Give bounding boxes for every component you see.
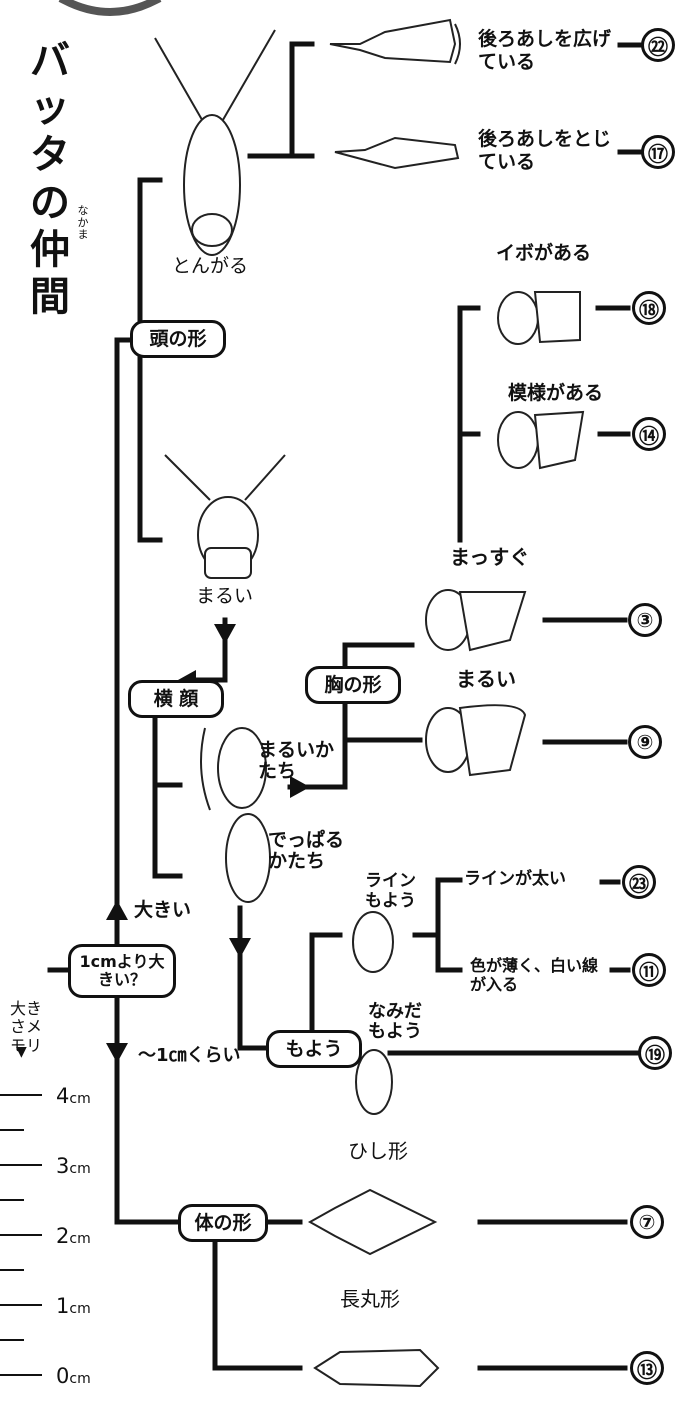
- round-face-illustration: [200, 727, 267, 811]
- scale-mark-4: 4cm: [56, 1084, 91, 1108]
- result-7: ⑦: [630, 1205, 664, 1239]
- scale-title: 大きさメモリ: [9, 999, 42, 1055]
- scale-mark-0: 0cm: [56, 1364, 91, 1388]
- pattern-side-illustration: [497, 410, 585, 470]
- label-round-head: まるい: [196, 585, 254, 607]
- label-legs-spread: 後ろあしを広げている: [478, 28, 612, 73]
- side-face-box: 横 顔: [128, 680, 224, 718]
- size-question-box: 1cmより大きい？: [68, 944, 176, 998]
- result-9: ⑨: [628, 725, 662, 759]
- rhombus-body-illustration: [307, 1188, 438, 1256]
- label-patterned: 模様がある: [508, 382, 604, 404]
- label-bulging-shape: でっぱるかたち: [268, 829, 345, 872]
- pointed-grasshopper-illustration: [154, 29, 276, 256]
- result-23: ㉓: [622, 865, 656, 899]
- scale-mark-3: 3cm: [56, 1154, 91, 1178]
- label-wart: イボがある: [496, 242, 592, 264]
- label-line-pattern: ラインもよう: [365, 871, 416, 911]
- result-11: ⑪: [632, 953, 666, 987]
- result-19: ⑲: [638, 1036, 672, 1070]
- body-shape-box: 体の形: [178, 1204, 268, 1242]
- label-legs-closed: 後ろあしをとじている: [478, 128, 612, 173]
- label-wave-pattern: なみだもよう: [368, 1001, 422, 1042]
- oval-body-illustration: [313, 1348, 440, 1388]
- scale-mark-1: 1cm: [56, 1294, 91, 1318]
- line-pattern-illustration: [352, 911, 394, 973]
- result-14: ⑭: [632, 417, 666, 451]
- label-rhombus: ひし形: [348, 1139, 408, 1163]
- label-pointed: とんがる: [172, 255, 249, 277]
- straight-chest-illustration: [425, 589, 527, 652]
- label-thick-line: ラインが太い: [464, 869, 566, 889]
- pattern-box: もよう: [266, 1030, 362, 1068]
- label-about-1cm: ～1㎝くらい: [138, 1045, 241, 1066]
- wart-side-illustration: [497, 291, 581, 345]
- label-long-oval: 長丸形: [340, 1287, 400, 1311]
- result-22: ㉒: [641, 28, 675, 62]
- scale-down-arrow-icon: ▼: [16, 1044, 27, 1060]
- label-bigger: 大きい: [134, 899, 192, 921]
- legs-closed-illustration: [334, 136, 460, 170]
- result-17: ⑰: [641, 135, 675, 169]
- round-head-illustration: [164, 454, 286, 579]
- page-title: バッタの仲間: [30, 38, 70, 320]
- result-3: ③: [628, 603, 662, 637]
- result-18: ⑱: [632, 291, 666, 325]
- bulging-face-illustration: [225, 813, 271, 903]
- label-pale-color: 色が薄く、白い線が入る: [470, 956, 599, 995]
- label-round-shape: まるいかたち: [258, 739, 335, 782]
- scale-mark-2: 2cm: [56, 1224, 91, 1248]
- label-round-chest: まるい: [456, 667, 516, 691]
- head-shape-box: 頭の形: [130, 320, 226, 358]
- wave-pattern-illustration: [355, 1049, 393, 1115]
- result-13: ⑬: [630, 1351, 664, 1385]
- chest-shape-box: 胸の形: [305, 666, 401, 704]
- legs-spread-illustration: [329, 18, 461, 65]
- label-straight: まっすぐ: [450, 545, 530, 569]
- title-ruby: なかま: [77, 204, 89, 242]
- round-chest-illustration: [425, 704, 527, 777]
